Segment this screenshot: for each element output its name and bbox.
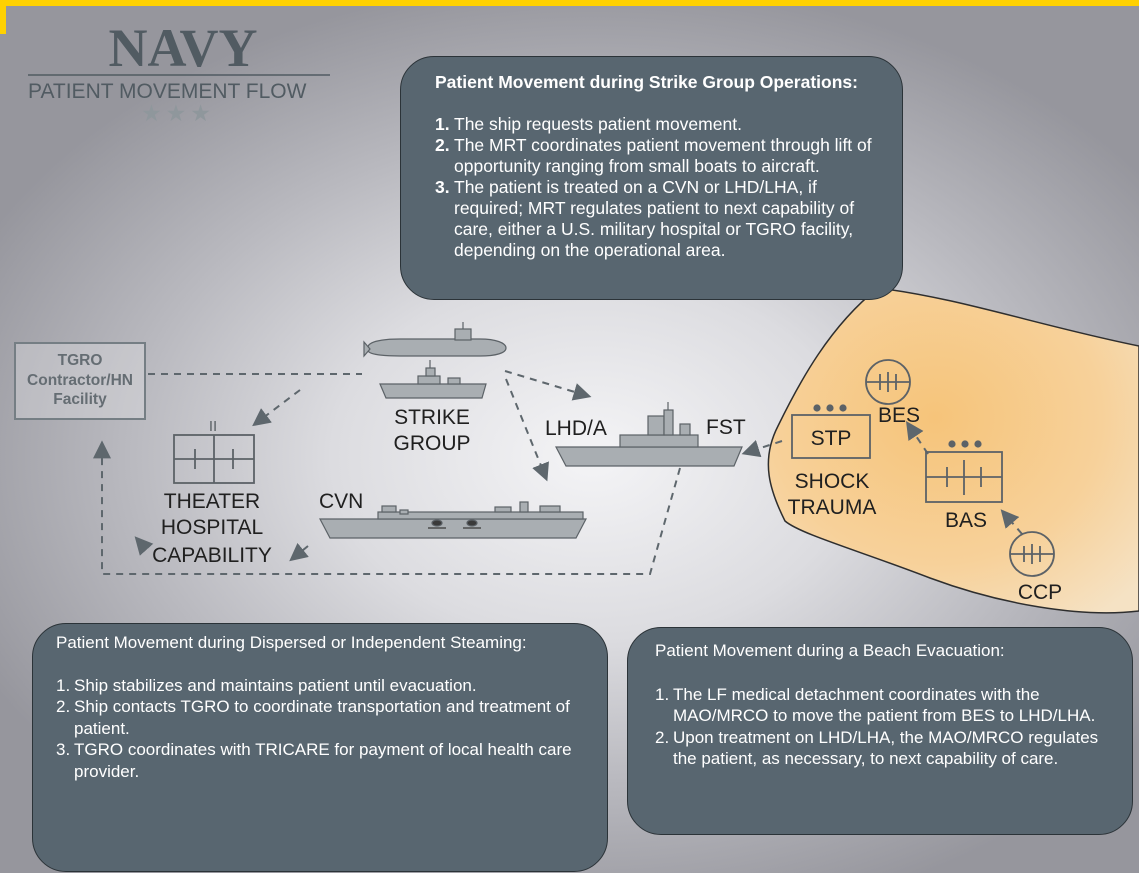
list-item: 3.The patient is treated on a CVN or LHD… bbox=[435, 177, 888, 261]
beach-zone bbox=[767, 287, 1139, 614]
step-text: The MRT coordinates patient movement thr… bbox=[454, 135, 872, 176]
list-item: 2.Upon treatment on LHD/LHA, the MAO/MRC… bbox=[655, 727, 1120, 770]
destroyer-icon bbox=[379, 360, 487, 399]
step-number: 1. bbox=[56, 675, 71, 695]
arrow-strike-to-lhd bbox=[504, 370, 592, 401]
list-item: 3.TGRO coordinates with TRICARE for paym… bbox=[56, 739, 595, 782]
page-subtitle: PATIENT MOVEMENT FLOW bbox=[28, 80, 307, 103]
flow-diagram: NAVY PATIENT MOVEMENT FLOW ★★★ bbox=[28, 18, 1139, 614]
tgro-facility-box: TGRO Contractor/HN Facility bbox=[14, 342, 146, 420]
cvn-label: CVN bbox=[319, 490, 363, 513]
step-number: 3. bbox=[435, 177, 450, 197]
step-text: TGRO coordinates with TRICARE for paymen… bbox=[74, 740, 572, 781]
hospital-label-2: HOSPITAL bbox=[161, 516, 263, 539]
arrow-cvn-to-hospital bbox=[289, 542, 309, 562]
step-number: 3. bbox=[56, 740, 71, 759]
arrow-stp-to-lhd bbox=[741, 439, 783, 458]
ccp-label: CCP bbox=[1018, 581, 1062, 604]
bas-label: BAS bbox=[945, 509, 987, 532]
arrow-strike-to-cvn bbox=[505, 378, 549, 482]
lhd-label: LHD/A bbox=[545, 417, 607, 440]
return-path bbox=[93, 440, 681, 575]
hospital-size-symbol: II bbox=[209, 418, 217, 435]
arrow-bas-to-bes bbox=[906, 421, 929, 455]
step-text: The LF medical detachment coordinates wi… bbox=[673, 684, 1096, 726]
flow-arrows bbox=[93, 370, 1023, 575]
list-item: 1.The ship requests patient movement. bbox=[435, 114, 888, 135]
step-number: 1. bbox=[435, 114, 450, 134]
beach-title: Patient Movement during a Beach Evacuati… bbox=[655, 641, 1005, 660]
hospital-unit-icon bbox=[173, 434, 255, 484]
step-number: 1. bbox=[655, 684, 670, 704]
step-text: The patient is treated on a CVN or LHD/L… bbox=[454, 177, 855, 260]
lhd-ship-icon bbox=[555, 402, 743, 467]
navy-title: NAVY bbox=[108, 18, 257, 78]
step-text: Ship stabilizes and maintains patient un… bbox=[74, 675, 477, 695]
rating-stars: ★★★ bbox=[141, 101, 215, 127]
dispersed-title: Patient Movement during Dispersed or Ind… bbox=[56, 633, 527, 652]
strike-group-callout: Patient Movement during Strike Group Ope… bbox=[400, 56, 903, 300]
list-item: 2.Ship contacts TGRO to coordinate trans… bbox=[56, 696, 595, 739]
beach-evacuation-callout: Patient Movement during a Beach Evacuati… bbox=[627, 627, 1133, 835]
tgro-line-2: Contractor/HN bbox=[27, 371, 133, 389]
list-item: 1.Ship stabilizes and maintains patient … bbox=[56, 675, 595, 697]
dispersed-steps: 1.Ship stabilizes and maintains patient … bbox=[56, 675, 595, 783]
bes-unit-icon bbox=[865, 359, 911, 405]
cvn-carrier-icon bbox=[319, 501, 587, 539]
stp-unit-icon bbox=[791, 404, 871, 459]
list-item: 2.The MRT coordinates patient movement t… bbox=[435, 135, 888, 177]
strike-group-label-1: STRIKE bbox=[394, 406, 470, 429]
submarine-icon bbox=[363, 322, 507, 358]
strike-group-steps: 1.The ship requests patient movement. 2.… bbox=[435, 114, 888, 261]
strike-group-label-2: GROUP bbox=[393, 432, 470, 455]
tgro-line-1: TGRO bbox=[57, 352, 103, 369]
arrow-ccp-to-bas bbox=[1000, 509, 1023, 535]
fst-label: FST bbox=[706, 416, 746, 439]
tgro-line-3: Facility bbox=[53, 391, 107, 408]
step-text: The ship requests patient movement. bbox=[454, 114, 742, 134]
dispersed-steaming-callout: Patient Movement during Dispersed or Ind… bbox=[32, 623, 608, 872]
step-number: 2. bbox=[56, 697, 71, 716]
step-text: Upon treatment on LHD/LHA, the MAO/MRCO … bbox=[673, 727, 1099, 769]
bes-label: BES bbox=[878, 404, 920, 427]
step-text: Ship contacts TGRO to coordinate transpo… bbox=[74, 697, 570, 738]
ccp-unit-icon bbox=[1009, 531, 1055, 577]
arrow-to-hospital-bottom bbox=[134, 536, 154, 556]
step-number: 2. bbox=[655, 727, 670, 747]
strike-group-title: Patient Movement during Strike Group Ope… bbox=[435, 72, 858, 92]
shock-trauma-label-2: TRAUMA bbox=[788, 496, 877, 519]
hospital-label-3: CAPABILITY bbox=[152, 544, 272, 567]
shock-trauma-label-1: SHOCK bbox=[795, 470, 870, 493]
arrow-strike-to-hospital bbox=[252, 389, 301, 427]
step-number: 2. bbox=[435, 135, 450, 155]
list-item: 1.The LF medical detachment coordinates … bbox=[655, 684, 1120, 727]
bas-unit-icon bbox=[925, 440, 1003, 503]
stp-label: STP bbox=[811, 427, 852, 450]
beach-steps: 1.The LF medical detachment coordinates … bbox=[655, 684, 1120, 770]
hospital-label-1: THEATER bbox=[164, 490, 260, 513]
